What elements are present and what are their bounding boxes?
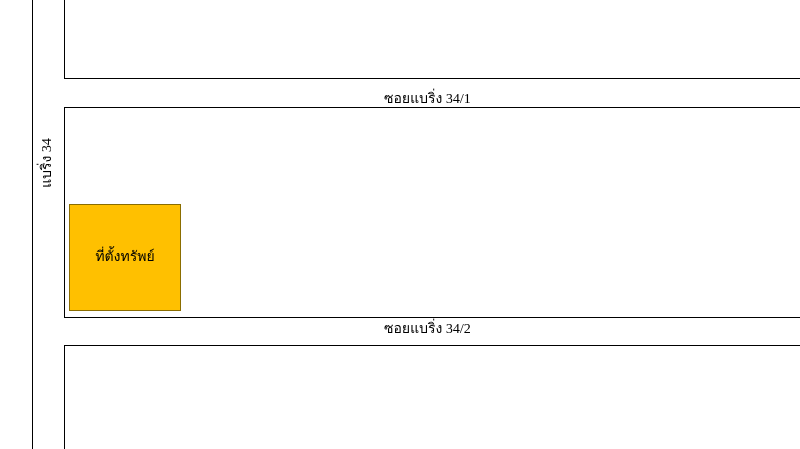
- main-road-line: [32, 0, 33, 449]
- road-label-main-road: แบริ่ง 34: [40, 138, 55, 188]
- road-label-soi-34-1: ซอยแบริ่ง 34/1: [384, 92, 471, 107]
- land-block-top: [64, 0, 800, 79]
- land-block-bottom: [64, 345, 800, 449]
- road-label-soi-34-2: ซอยแบริ่ง 34/2: [384, 322, 471, 337]
- property-location-box: ที่ตั้งทรัพย์: [69, 204, 181, 311]
- property-location-label: ที่ตั้งทรัพย์: [95, 249, 155, 265]
- land-block-middle: [64, 107, 800, 318]
